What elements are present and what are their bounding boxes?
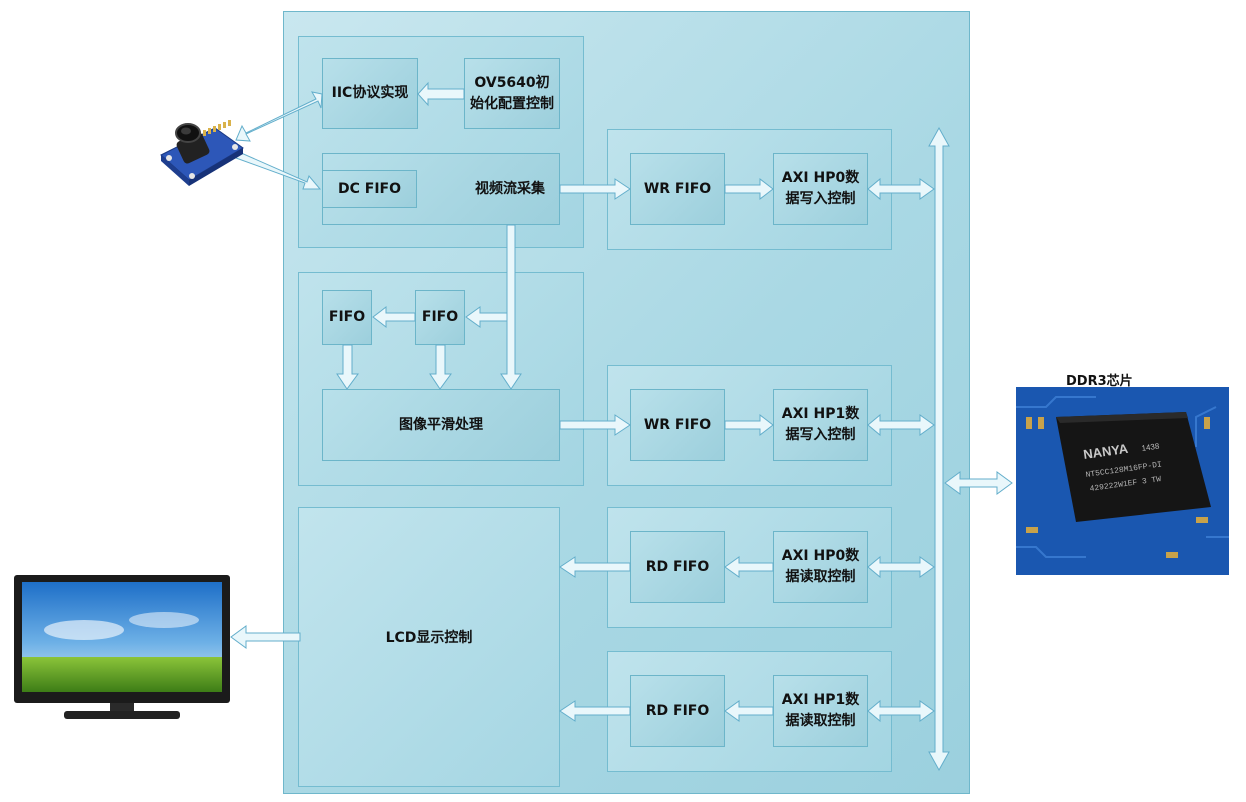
axi-hp1-read-block: AXI HP1数据读取控制: [773, 675, 868, 747]
wr-fifo-0-label: WR FIFO: [643, 180, 712, 197]
lcd-display-block: LCD显示控制: [298, 600, 560, 676]
arrow-init-to-iic: [417, 81, 465, 107]
image-smoothing-label: 图像平滑处理: [399, 416, 483, 433]
image-smoothing-block: 图像平滑处理: [322, 389, 560, 461]
arrow-axi1r-bus: [867, 699, 935, 723]
lcd-display-label: LCD显示控制: [385, 629, 473, 646]
wr-fifo-0-block: WR FIFO: [630, 153, 725, 225]
axi-hp1-write-label: AXI HP1数据写入控制: [781, 406, 860, 443]
iic-protocol-label: IIC协议实现: [331, 85, 409, 101]
axi-hp0-read-block: AXI HP0数据读取控制: [773, 531, 868, 603]
rd-fifo-1-block: RD FIFO: [630, 675, 725, 747]
rd-fifo-1-label: RD FIFO: [645, 702, 710, 719]
dc-fifo-label: DC FIFO: [337, 180, 401, 197]
dc-fifo-block: DC FIFO: [322, 170, 417, 208]
axi-hp1-write-block: AXI HP1数据写入控制: [773, 389, 868, 461]
arrow-axi1r-to-rd1: [724, 700, 774, 722]
arrow-axi0r-bus: [867, 555, 935, 579]
arrow-axi0w-bus: [867, 177, 935, 201]
arrow-capture-to-wr0: [559, 178, 631, 200]
arrow-lcd-to-monitor: [230, 625, 301, 649]
rd-fifo-0-block: RD FIFO: [630, 531, 725, 603]
fifo-b-label: FIFO: [421, 309, 459, 325]
arrow-branch-to-fifob: [465, 306, 508, 328]
ddr3-chip-image: NANYA 1438 NT5CC128M16FP-DI 429222W1EF 3…: [1016, 387, 1229, 575]
axi-hp1-read-label: AXI HP1数据读取控制: [781, 692, 860, 729]
arrow-rd1-to-lcd: [559, 700, 631, 722]
arrow-fifob-down: [429, 344, 452, 390]
arrow-smoothing-to-wr1: [559, 414, 631, 436]
arrow-bus-ddr: [944, 471, 1013, 495]
arrow-wr0-to-axi0: [724, 177, 774, 201]
camera-module-image: [160, 120, 244, 186]
fifo-a-label: FIFO: [328, 309, 366, 325]
arrow-fifoa-down: [336, 344, 359, 390]
wr-fifo-1-label: WR FIFO: [643, 416, 712, 433]
arrow-axi0r-to-rd0: [724, 556, 774, 578]
lcd-monitor-image: [14, 575, 230, 719]
iic-protocol-block: IIC协议实现: [322, 58, 418, 129]
fifo-a-block: FIFO: [322, 290, 372, 345]
ddr3-board: NANYA 1438 NT5CC128M16FP-DI 429222W1EF 3…: [1016, 387, 1229, 575]
arrow-camera-to-dcfifo: [235, 151, 322, 190]
arrow-axi1w-bus: [867, 413, 935, 437]
arrow-wr1-to-axi1: [724, 413, 774, 437]
rd-fifo-0-label: RD FIFO: [645, 558, 710, 575]
axi-hp0-read-label: AXI HP0数据读取控制: [781, 548, 860, 585]
ddr3-chip-caption: DDR3芯片: [1066, 374, 1133, 389]
axi-hp0-write-label: AXI HP0数据写入控制: [781, 170, 860, 207]
arrow-capture-to-smoothing: [500, 224, 522, 390]
arrow-iic-camera: [235, 91, 323, 142]
wr-fifo-1-block: WR FIFO: [630, 389, 725, 461]
arrow-rd0-to-lcd: [559, 556, 631, 578]
memory-bus-arrow: [928, 126, 950, 772]
lcd-group: [298, 507, 560, 787]
arrow-fifob-to-fifoa: [372, 305, 416, 329]
chip-code: 1438: [1141, 442, 1160, 453]
ov5640-init-label: OV5640初始化配置控制: [470, 74, 554, 112]
video-capture-label: 视频流采集: [475, 180, 545, 197]
video-capture-block: 视频流采集: [322, 153, 560, 225]
chip-brand: NANYA: [1082, 441, 1129, 462]
axi-hp0-write-block: AXI HP0数据写入控制: [773, 153, 868, 225]
